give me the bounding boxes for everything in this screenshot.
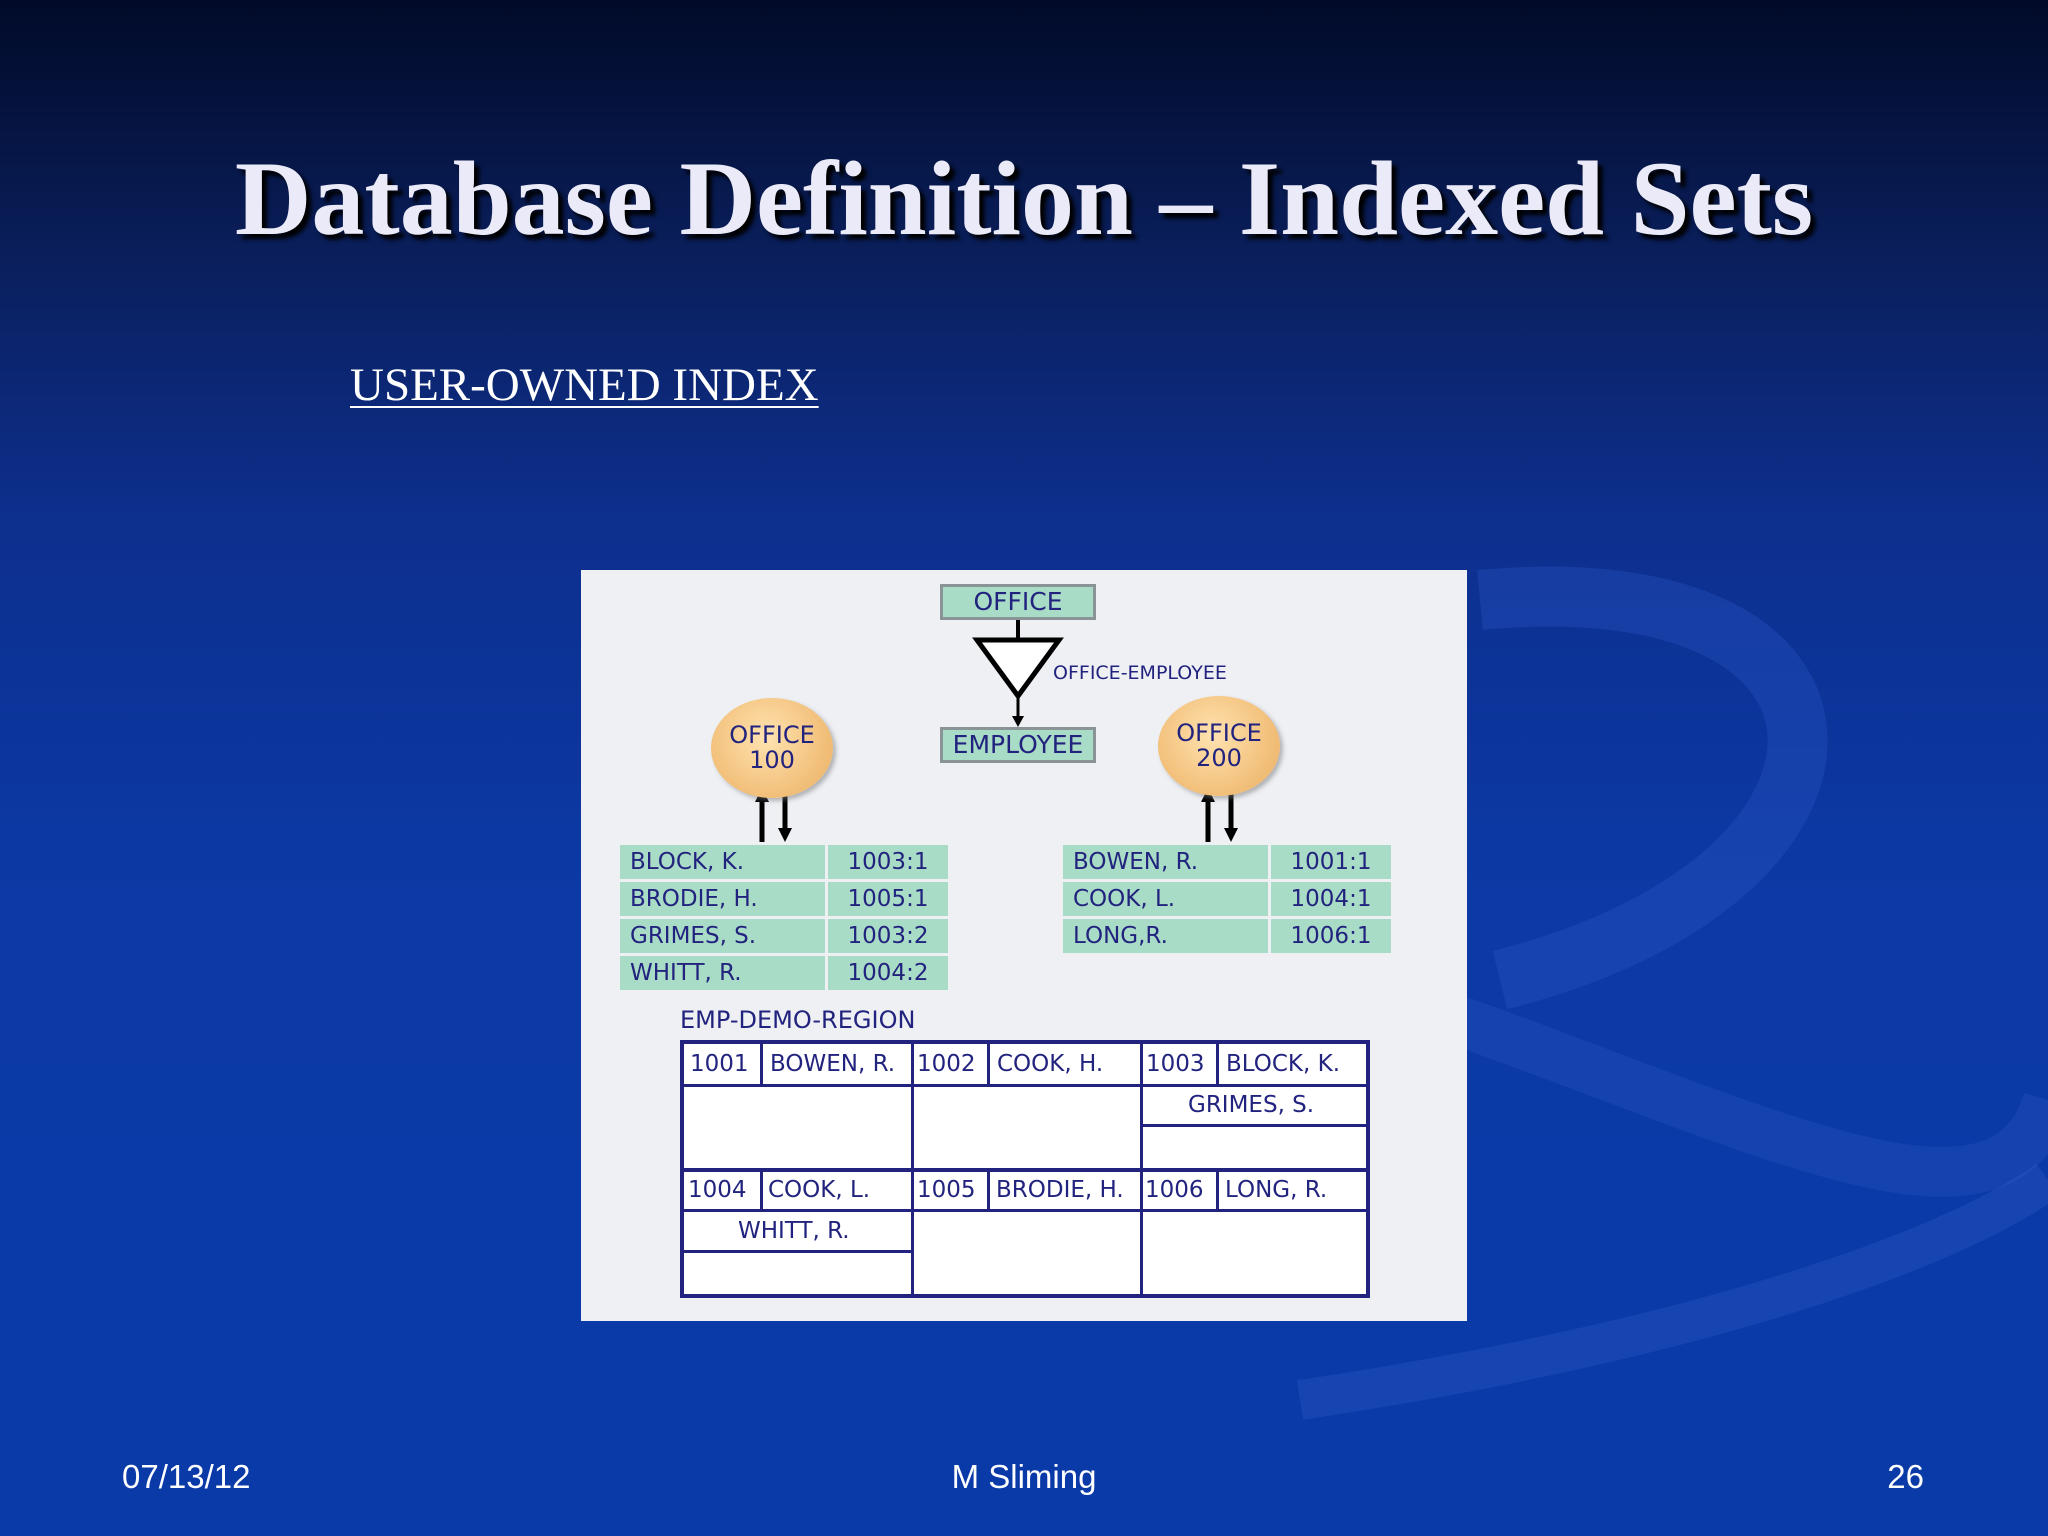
page-id: 1002 [917,1051,976,1077]
page-record: COOK, H. [997,1051,1104,1077]
office-100-line2: 100 [749,746,795,774]
index-entry-key: 1003:1 [825,842,951,882]
index-row: WHITT, R.1004:2 [617,953,951,993]
indexed-set-diagram: OFFICE EMPLOYEE OFFICE-EMPLOYEE OFFICE 1… [581,570,1467,1321]
index-entry-key: 1005:1 [825,879,951,919]
office-200-occurrence: OFFICE 200 [1158,696,1280,796]
page-record: BOWEN, R. [770,1051,896,1077]
page-record: BRODIE, H. [996,1177,1124,1203]
page-record: BLOCK, K. [1226,1051,1341,1077]
set-triangle [972,637,1064,701]
index-entry-key: 1006:1 [1268,916,1394,956]
owner-record-label: OFFICE [973,587,1063,616]
index-row: GRIMES, S.1003:2 [617,916,951,956]
index-row: BLOCK, K.1003:1 [617,842,951,882]
index-entry-name: BRODIE, H. [617,879,828,919]
index-entry-name: COOK, L. [1060,879,1271,919]
emp-demo-region: 1001 BOWEN, R. 1002 COOK, H. 1003 BLOCK,… [680,1040,1370,1298]
index-row: LONG,R.1006:1 [1060,916,1394,956]
index-entry-name: WHITT, R. [617,953,828,993]
page-id: 1006 [1145,1177,1204,1203]
member-record-box: EMPLOYEE [940,727,1096,763]
page-record: COOK, L. [768,1177,871,1203]
index-entry-name: LONG,R. [1060,916,1271,956]
index-entry-key: 1004:1 [1268,879,1394,919]
index-row: BOWEN, R.1001:1 [1060,842,1394,882]
region-label: EMP-DEMO-REGION [680,1006,916,1034]
schema-connectors [755,620,1238,842]
member-record-label: EMPLOYEE [952,730,1084,759]
index-entry-key: 1003:2 [825,916,951,956]
footer-author: M Sliming [951,1458,1097,1495]
index-entry-name: BLOCK, K. [617,842,828,882]
page-id: 1005 [917,1177,976,1203]
owner-record-box: OFFICE [940,584,1096,620]
index-table-office-200: BOWEN, R.1001:1 COOK, L.1004:1 LONG,R.10… [1060,842,1394,956]
index-row: BRODIE, H.1005:1 [617,879,951,919]
page-record: GRIMES, S. [1188,1092,1315,1118]
office-100-line1: OFFICE [729,721,815,749]
index-entry-key: 1004:2 [825,953,951,993]
footer-date: 07/13/12 [122,1458,251,1495]
slide-title: Database Definition – Indexed Sets [234,140,1814,257]
index-row: COOK, L.1004:1 [1060,879,1394,919]
page-id: 1003 [1146,1051,1205,1077]
page-id: 1004 [688,1177,747,1203]
index-entry-name: GRIMES, S. [617,916,828,956]
page-record: WHITT, R. [738,1218,850,1244]
index-entry-name: BOWEN, R. [1060,842,1271,882]
office-200-line1: OFFICE [1176,719,1262,747]
slide-subtitle: USER-OWNED INDEX [350,359,819,411]
index-entry-key: 1001:1 [1268,842,1394,882]
index-table-office-100: BLOCK, K.1003:1 BRODIE, H.1005:1 GRIMES,… [617,842,951,993]
page-record: LONG, R. [1225,1177,1328,1203]
office-100-occurrence: OFFICE 100 [711,698,833,798]
office-200-line2: 200 [1196,744,1242,772]
set-name-label: OFFICE-EMPLOYEE [1053,662,1227,684]
footer-page-number: 26 [1887,1458,1924,1495]
page-id: 1001 [690,1051,749,1077]
